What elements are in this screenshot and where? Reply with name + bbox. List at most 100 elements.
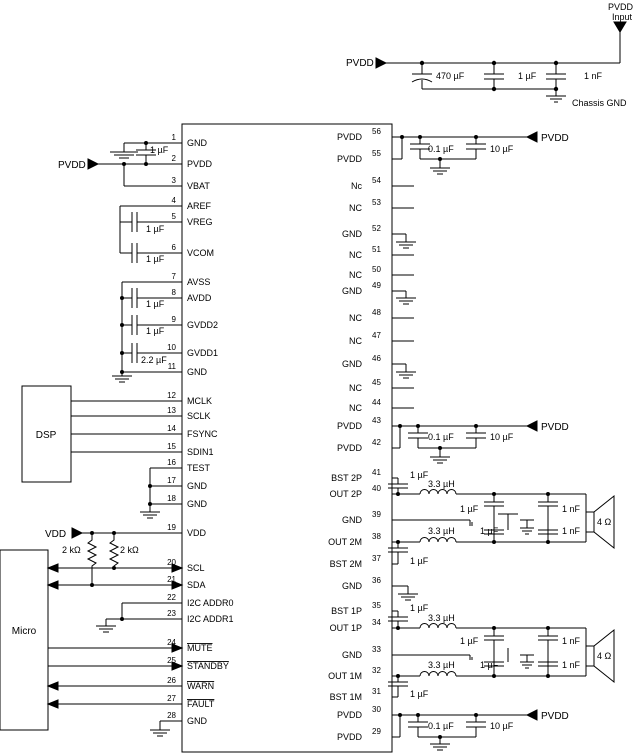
ic-pin-name: VCOM [187, 248, 214, 258]
ic-pin-name: GND [187, 499, 208, 509]
out2m-cap-1n: 1 nF [562, 526, 581, 536]
ic-pin-name: OUT 2P [330, 489, 362, 499]
ic-pin-name: NC [349, 403, 362, 413]
ic-pin-number: 23 [167, 609, 176, 618]
ic-left-pins: 1GND2PVDD3VBAT4AREF5VREG6VCOM7AVSS8AVDD9… [167, 133, 233, 726]
ic-pin-number: 18 [167, 494, 176, 503]
ic-pin-number: 9 [172, 315, 177, 324]
ic-pin-name: I2C ADDR1 [187, 614, 234, 624]
ic-pin-name: Nc [351, 181, 362, 191]
ic-pin-name: NC [349, 313, 362, 323]
ic-pin-name: NC [349, 383, 362, 393]
ic-pin-number: 2 [172, 154, 177, 163]
pvdd-decoupling-mid: PVDD 0.1 µF 10 µF [392, 420, 569, 464]
pullup-resistor-scl: 2 kΩ [62, 545, 81, 555]
avdd-gvdd-caps: 1 µF 1 µF 2.2 µF [112, 281, 182, 383]
ic-pin-name: MUTE [187, 643, 213, 653]
ic-pin-name: FSYNC [187, 429, 218, 439]
out1m-cap-1n: 1 nF [562, 660, 581, 670]
out1p-cap-1n: 1 nF [562, 636, 581, 646]
input-cap-1n: 1 nF [584, 71, 603, 81]
out1m-cap-1u: 1 µF [480, 660, 499, 670]
pvdd-net-label-mid: PVDD [541, 422, 569, 433]
ic-pin-number: 54 [372, 176, 381, 185]
gvdd1-cap-2u2: 2.2 µF [141, 355, 167, 365]
channel-2-output-filter: 1 µF 3.3 µH 1 µF 1 nF 1 µF 3.3 µH 1 µF 1… [388, 470, 615, 566]
bst1p-cap-1u: 1 µF [410, 603, 429, 613]
ic-pin-number: 47 [372, 331, 381, 340]
ic-pin-number: 14 [167, 424, 176, 433]
ic-pin-name: SCLK [187, 411, 211, 421]
ic-pin-name: PVDD [337, 443, 363, 453]
ic-pin-number: 15 [167, 442, 176, 451]
ic-pin-number: 28 [167, 711, 176, 720]
ic-pin-number: 16 [167, 458, 176, 467]
pvdd-input-top-arrow [613, 21, 627, 33]
ic-pin-number: 38 [372, 532, 381, 541]
ic-pin-name: GND [187, 367, 208, 377]
ic-pin-name: AVSS [187, 277, 210, 287]
ic-pin-name: GND [342, 359, 363, 369]
ic-pin-name: GND [342, 581, 363, 591]
ic-pin-name: BST 2P [331, 473, 362, 483]
bst2m-cap-1u: 1 µF [410, 556, 429, 566]
ic-pin-number: 4 [172, 196, 177, 205]
input-cap-1u: 1 µF [518, 71, 537, 81]
pvdd-net-label-top: PVDD [541, 133, 569, 144]
ic-pin-number: 13 [167, 406, 176, 415]
ic-pin-number: 29 [372, 727, 381, 736]
i2c-addr-strap [96, 602, 182, 633]
pvdd-net-label-bottom: PVDD [541, 711, 569, 722]
ic-pin-name: VBAT [187, 181, 210, 191]
ic-pin-number: 6 [172, 243, 177, 252]
ic-pin-name: SDIN1 [187, 447, 214, 457]
ic-pin-number: 55 [372, 149, 381, 158]
pvdd-left-arrow [87, 158, 100, 170]
out2m-cap-1u: 1 µF [480, 526, 499, 536]
bst1m-cap-1u: 1 µF [410, 689, 429, 699]
pvdd-left-net-label: PVDD [58, 160, 86, 171]
ic-pin-name: VREG [187, 217, 213, 227]
pvdd-mid-cap-0u1: 0.1 µF [428, 432, 454, 442]
ic-pin-name: MCLK [187, 396, 212, 406]
ic-pin-name: BST 1P [331, 606, 362, 616]
ic-pin-name: TEST [187, 463, 211, 473]
ic-pin-number: 46 [372, 354, 381, 363]
ic-pin-number: 21 [167, 575, 176, 584]
ic-pin-name: GND [187, 716, 208, 726]
pin28-gnd [150, 720, 182, 737]
pvdd-input-arrow [375, 57, 388, 69]
ic-pin-number: 8 [172, 288, 177, 297]
vreg-vcom-caps: 1 µF 1 µF [119, 205, 182, 264]
ic-pin-name: GND [187, 481, 208, 491]
ic-pin-number: 37 [372, 554, 381, 563]
dsp-block: DSP [21, 385, 182, 483]
ic-pin-name: GND [342, 650, 363, 660]
out2m-inductor-3u3: 3.3 µH [428, 526, 455, 536]
ic-pin-number: 27 [167, 694, 176, 703]
ic-pin-number: 26 [167, 676, 176, 685]
ic-pin-name: FAULT [187, 699, 215, 709]
vreg-cap-1u: 1 µF [146, 224, 165, 234]
ic-pin-number: 3 [172, 176, 177, 185]
pvdd-input-title-2: Input [612, 12, 633, 22]
pvdd-bottom-cap-0u1: 0.1 µF [428, 721, 454, 731]
pin36-gnd [392, 585, 418, 601]
ic-pin-name: NC [349, 336, 362, 346]
bst2p-cap-1u: 1 µF [410, 470, 429, 480]
ic-pin-number: 48 [372, 308, 381, 317]
pvdd-top-cap-10u: 10 µF [490, 144, 514, 154]
ic-pin-number: 10 [167, 343, 176, 352]
ic-pin-number: 56 [372, 127, 381, 136]
pvdd-decoupling-bottom: PVDD 0.1 µF 10 µF [392, 709, 569, 751]
ic-pin-number: 35 [372, 601, 381, 610]
ic-pin-number: 53 [372, 198, 381, 207]
ic-pin-number: 41 [372, 468, 381, 477]
ic-pin-name: PVDD [187, 159, 213, 169]
ic-pin-number: 11 [168, 362, 177, 371]
ic-pin-name: OUT 1M [328, 671, 362, 681]
out1m-inductor-3u3: 3.3 µH [428, 660, 455, 670]
ic-pin-name: NC [349, 203, 362, 213]
ic-pin-name: AVDD [187, 293, 212, 303]
